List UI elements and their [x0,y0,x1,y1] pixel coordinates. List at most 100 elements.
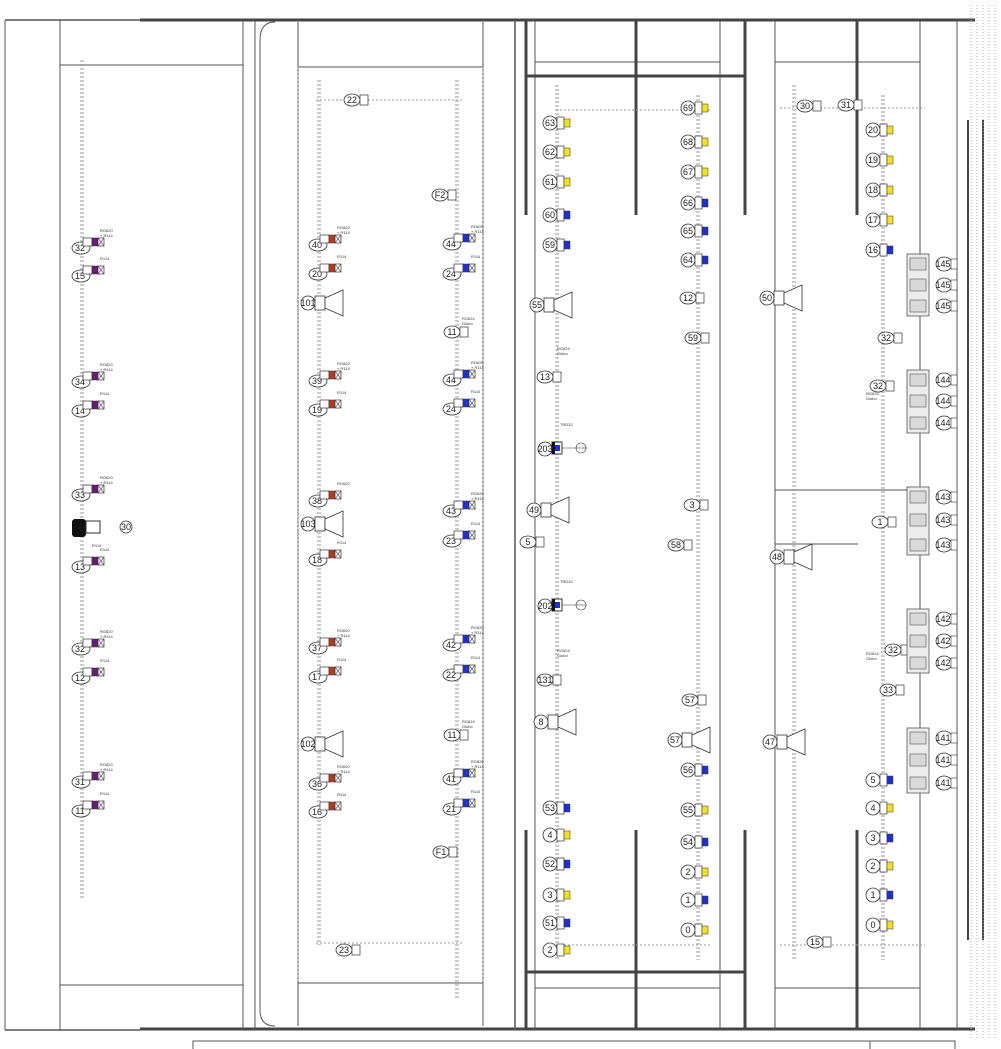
device-code-label: R114 [92,543,102,548]
color-block [91,400,99,410]
small-device-body [893,332,903,344]
stack-number: 61 [545,177,555,187]
stack-color-block [563,118,571,128]
stack-body [556,916,565,930]
terminal-number: 144 [935,418,950,428]
terminal-tab [950,300,958,312]
camera-body [314,736,326,752]
device-code-label: RG624 [866,391,879,396]
stack-body [694,253,703,267]
device-number: 13 [75,562,85,572]
stack-connector: 67 [680,164,709,180]
color-block [328,399,336,409]
device-number: 34 [75,377,85,387]
color-block [462,664,470,674]
device-code-label: + R114 [337,769,350,774]
device-code-label: RG620 [471,491,484,496]
terminal-cell [909,257,927,271]
camera-body [314,295,326,311]
terminal-tab [950,754,958,766]
small-device-body [459,326,469,338]
device-code-label: Globo [462,724,473,729]
stack-number: 19 [868,155,878,165]
terminal-cell [909,656,927,670]
device-number: 21 [446,804,456,814]
stack-body [694,803,703,817]
color-block [328,637,336,647]
stack-connector: 61 [542,174,571,190]
device-code-label: + R114 [337,366,350,371]
camera-body [543,297,555,313]
stack-color-block [886,185,894,195]
small-device-number: 11 [447,730,456,740]
cross-line [334,234,342,244]
terminal-tab [950,657,958,669]
stack-connector: 52 [542,856,571,872]
device-code-label: RG620 [100,629,113,634]
stack-body [556,145,565,159]
stack-color-block [886,890,894,900]
device-code-label: R114 [337,540,347,545]
camera-horn [324,730,344,758]
small-device: 11 [443,325,469,339]
device-code-label: + R114 [100,634,113,639]
small-device-body [699,499,709,511]
small-device-body [695,292,705,304]
small-device-number: 22 [347,95,357,105]
connector-body [319,666,330,676]
terminal-number: 142 [935,658,950,668]
terminal-number: 143 [935,515,950,525]
connector-body [319,801,330,811]
device-code-label: RG620 [100,475,113,480]
device-number: 23 [446,536,456,546]
terminal-tab [950,514,958,526]
connector-body [453,263,464,273]
device-code-label: RG620 [337,481,350,486]
stack-color-block [563,890,571,900]
connector-body [319,399,330,409]
stack-color-block [701,837,709,847]
stack-color-block [886,215,894,225]
terminal-tab [950,374,958,386]
terminal-number: 143 [935,492,950,502]
terminal-cell [909,299,927,313]
camera-device: 55 [529,291,573,319]
device-code-label: RG620 [100,762,113,767]
small-device-number: 31 [841,100,851,110]
small-device: 58 [667,538,693,552]
fan-black [552,599,555,611]
connector-body [453,634,464,644]
color-block [91,484,99,494]
small-device-number: F1 [436,847,447,857]
small-device-body [885,380,895,392]
device-number: 37 [312,643,322,653]
device-number: 43 [446,506,456,516]
camera-body [773,290,785,306]
camera-device: 8 [533,708,577,736]
stack-body [556,888,565,902]
stack-body [694,893,703,907]
small-device-number: 58 [671,540,681,550]
cross-line [97,771,105,781]
stack-color-block [701,198,709,208]
camera-number: 48 [772,552,782,562]
small-device-body [448,846,458,858]
cross-line [334,637,342,647]
stack-color-block [886,920,894,930]
device-code-label: + R114 [100,233,113,238]
stack-body [879,831,888,845]
device-code-label: + R114 [471,630,484,635]
stack-body [879,213,888,227]
device-number: 24 [446,269,456,279]
stack-body [879,123,888,137]
device-number: 44 [446,375,456,385]
stack-connector: 5 [865,772,894,788]
terminal-cell [909,278,927,292]
stack-body [879,801,888,815]
